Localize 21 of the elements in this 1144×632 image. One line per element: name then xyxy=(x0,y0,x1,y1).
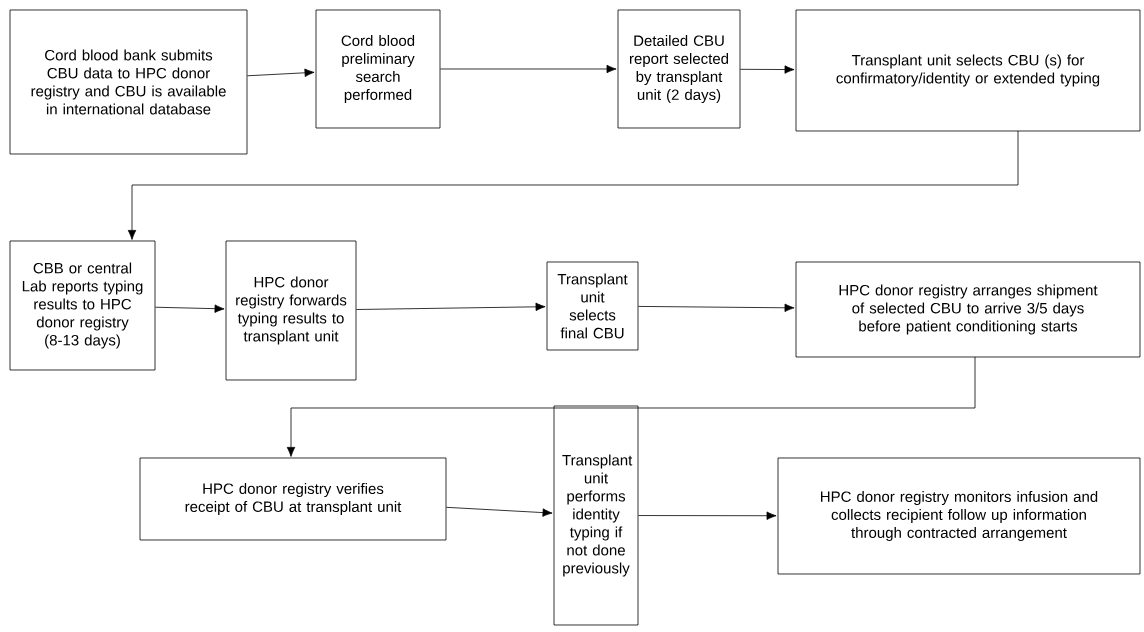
arrow xyxy=(127,130,1019,240)
arrow xyxy=(446,506,553,517)
arrow xyxy=(740,65,795,74)
process-box: CBB or central Lab reports typing results to HPC donor registry (8-13 days) xyxy=(9,240,156,371)
process-box: HPC donor registry forwards typing results to transplant unit xyxy=(225,240,357,381)
arrow xyxy=(155,304,225,313)
process-box: Transplant unit performs identity typing if not done previously xyxy=(553,405,639,626)
arrow xyxy=(247,68,315,77)
arrow xyxy=(638,511,777,520)
arrow xyxy=(440,64,617,74)
process-box: HPC donor registry arranges shipment of selected CBU to arrive 3/5 days before patient conditioning starts xyxy=(795,261,1141,358)
process-box: Cord blood bank submits CBU data to HPC donor registry and CBU is available in international database xyxy=(9,9,248,155)
process-box: Transplant unit selects final CBU xyxy=(546,261,639,351)
process-box: Detailed CBU report selected by transplant unit (2 days) xyxy=(617,9,741,129)
arrow xyxy=(286,356,976,457)
process-box: HPC donor registry monitors infusion and collects recipient follow up information through contracted arrangement xyxy=(777,457,1141,575)
process-box: HPC donor registry verifies receipt of CBU at transplant unit xyxy=(139,457,447,541)
arrow xyxy=(356,302,546,311)
process-box: Cord blood preliminary search performed xyxy=(315,9,441,129)
process-box: Transplant unit selects CBU (s) for confirmatory/identity or extended typing xyxy=(795,9,1141,132)
arrow xyxy=(638,303,795,312)
